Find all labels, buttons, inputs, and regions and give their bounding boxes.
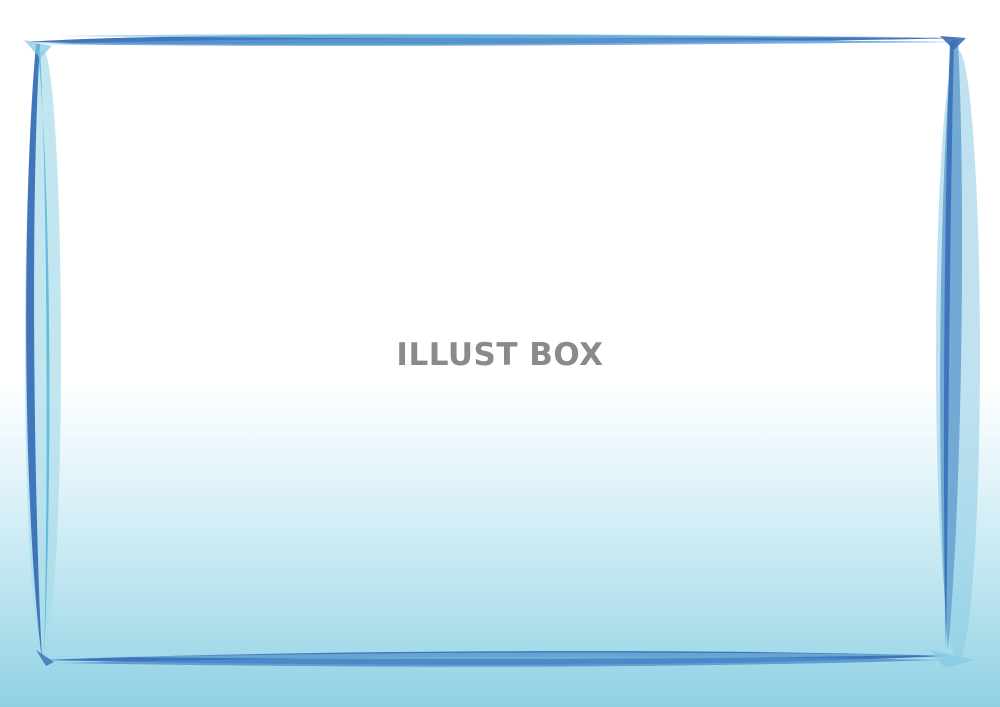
frame-left-stroke — [24, 40, 61, 666]
frame-right-stroke — [936, 36, 980, 660]
watermark-text: ILLUST BOX — [396, 337, 604, 373]
frame-top-stroke — [26, 33, 962, 46]
frame-bottom-stroke — [44, 650, 975, 668]
